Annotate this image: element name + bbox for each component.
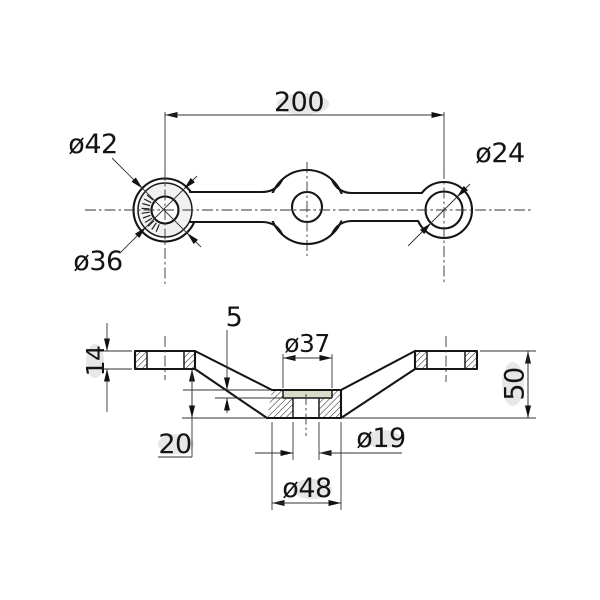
right-flange-hatch-outer: [465, 351, 477, 369]
right-arm-top-incline: [339, 349, 417, 392]
dia42-leader-mid: [142, 188, 188, 234]
knurl-marking: [141, 194, 160, 233]
right-arm-bottom-edge: [330, 219, 420, 236]
scan-smudge: [502, 362, 524, 406]
dia42-label: ø42: [68, 129, 117, 160]
left-arm-top-incline: [193, 349, 274, 392]
scan-smudge: [86, 344, 104, 378]
dim-200-label: 200: [274, 87, 324, 118]
dia36-leader-mid: [145, 188, 185, 228]
top-view: 200 ø42 ø36 ø24: [68, 87, 532, 286]
right-arm-top-edge: [330, 178, 423, 195]
left-arm-bottom-incline: [193, 367, 269, 420]
dia24-leader-mid: [430, 196, 458, 224]
right-arm-fill: [315, 194, 437, 221]
dim50-label: 50: [500, 367, 531, 400]
dim5-label: 5: [226, 302, 243, 333]
right-arm-bottom-incline: [339, 367, 417, 420]
dia42-leader-b: [186, 232, 202, 248]
dim48-label: ø48: [282, 473, 331, 504]
dia24-label: ø24: [475, 138, 524, 169]
dim37-label: ø37: [284, 329, 330, 358]
left-flange-hatch-outer: [135, 351, 147, 369]
section-view: 14 5 ø37 20 50 ø19: [81, 302, 536, 510]
right-flange-hatch-inner: [415, 351, 427, 369]
seat-washer: [283, 390, 332, 398]
left-arm-top-edge: [188, 178, 284, 194]
dia24-leader-b: [407, 222, 432, 247]
boss-right-wall-hatch: [319, 390, 341, 418]
scan-smudge: [158, 434, 194, 454]
dim19-label: ø19: [356, 423, 405, 454]
dia36-leader-a: [119, 226, 147, 254]
dia36-label: ø36: [73, 246, 122, 277]
dia36-leader-b: [183, 175, 198, 190]
dim20-label: 20: [158, 429, 191, 460]
scan-smudge: [277, 93, 329, 115]
dia42-leader-a: [111, 157, 143, 189]
scan-smudge: [365, 430, 401, 448]
boss-left-wall-hatch: [267, 390, 293, 418]
left-arm-fill: [186, 193, 300, 221]
dia24-leader-a: [456, 183, 471, 198]
scan-smudge: [292, 479, 332, 499]
left-flange-hatch-inner: [184, 351, 195, 369]
left-arm-bottom-edge: [188, 220, 284, 236]
dim14-label: 14: [81, 346, 110, 377]
